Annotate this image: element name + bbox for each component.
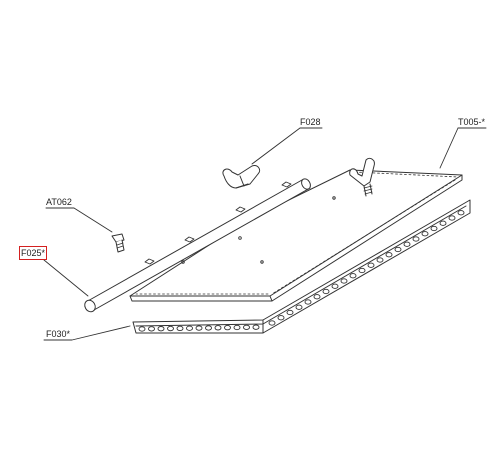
rail-hole [430,225,438,232]
rail-hole [214,325,222,331]
callout-t005[interactable]: T005-* [458,117,486,127]
rail-hole [148,326,155,332]
rod-part [84,178,311,313]
rail-hole [186,325,193,331]
rail-hole [421,231,429,237]
rail-hole [252,324,260,330]
rail-hole [385,252,393,258]
rail-hole [313,294,321,300]
callout-f028[interactable]: F028 [300,117,321,127]
rail-hole [295,304,303,310]
rail-hole [367,262,375,268]
rail-hole [286,309,294,316]
rail-hole [195,325,203,331]
rail-hole [157,326,165,332]
rail-part [132,199,471,334]
callout-at062[interactable]: AT062 [46,197,72,207]
rail-hole [412,236,420,242]
rail-hole [439,220,447,226]
rail-hole [205,325,212,331]
rail-hole [233,324,241,331]
rail-hole [349,273,357,279]
rail-hole [304,299,312,305]
rail-hole [358,267,366,274]
rail-hole [394,246,402,253]
rail-hole [403,241,411,247]
screw-at062 [111,233,125,253]
callout-f025-highlighted[interactable]: F025* [18,246,48,260]
rail-hole [331,283,339,289]
wing-nut-f028 [222,165,261,189]
wing-nut-right [349,157,375,197]
leader-lines [43,127,487,341]
rail-hole [243,324,250,330]
rail-hole [340,278,348,284]
rail-hole [448,215,456,221]
plate-part [129,169,463,302]
rail-hole [167,325,174,332]
rail-hole [322,288,330,295]
rail-hole [268,320,276,326]
rail-hole [224,324,231,331]
rail-hole [138,326,146,332]
rail-hole [457,210,465,216]
callout-f030[interactable]: F030* [46,329,71,339]
rail-hole [277,315,285,321]
rail-hole [376,257,384,263]
rail-hole [176,325,184,332]
